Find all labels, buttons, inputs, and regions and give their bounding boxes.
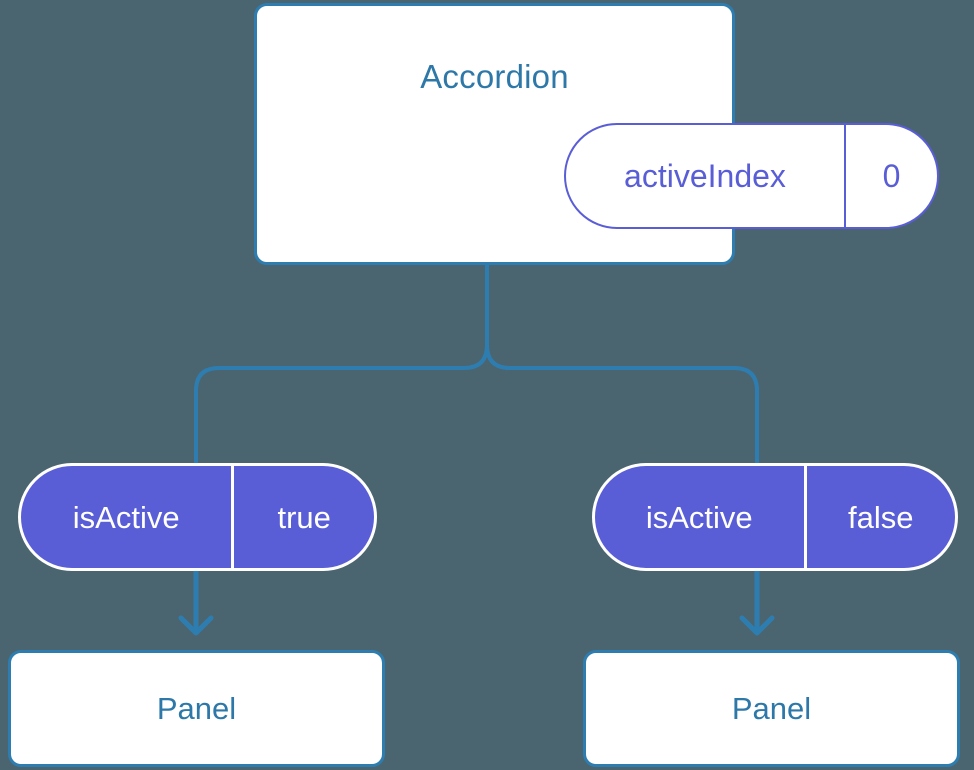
prop-pill-value: true [231, 466, 374, 568]
panel-node-title: Panel [731, 690, 812, 726]
prop-pill-key: isActive [645, 499, 753, 535]
panel-node-card-right[interactable]: Panel [583, 650, 960, 767]
arrow-right-prop-to-panel [739, 568, 775, 636]
prop-pill-key: isActive [72, 499, 180, 535]
state-pill-key: activeIndex [624, 158, 786, 194]
tree-branch-connector [194, 263, 489, 468]
prop-pill-is-active-true[interactable]: isActive true [18, 463, 377, 571]
state-pill-active-index[interactable]: activeIndex 0 [564, 123, 939, 229]
prop-pill-value: false [803, 466, 956, 568]
panel-node-card-left[interactable]: Panel [8, 650, 385, 767]
accordion-node-title: Accordion [420, 58, 569, 95]
prop-pill-is-active-false[interactable]: isActive false [592, 463, 958, 571]
panel-node-title: Panel [156, 690, 237, 726]
state-pill-value: 0 [843, 125, 937, 227]
accordion-node-card[interactable]: Accordion activeIndex 0 [254, 3, 939, 265]
arrow-left-prop-to-panel [178, 568, 214, 636]
tree-branch-connector-right [485, 263, 759, 468]
